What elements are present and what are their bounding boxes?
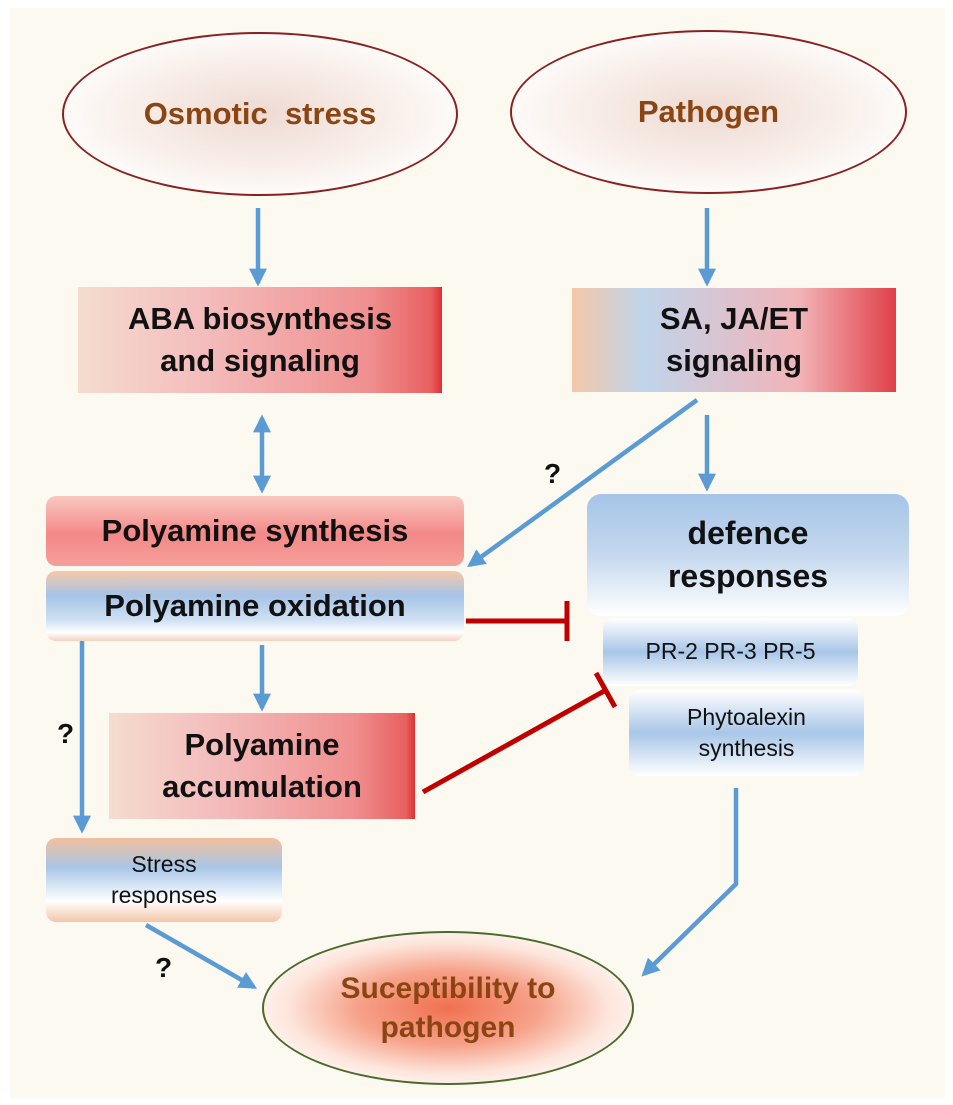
polyamine-accumulation-label: Polyamine accumulation [162, 727, 362, 804]
susceptibility-node: Suceptibility to pathogen [262, 931, 634, 1085]
polyamine-accumulation-node: Polyamine accumulation [109, 713, 415, 819]
polyamine-oxidation-label: Polyamine oxidation [104, 588, 406, 624]
osmotic-stress-label: Osmotic stress [143, 96, 377, 131]
polyamine-synthesis-label: Polyamine synthesis [101, 513, 409, 549]
arrow-saja-to-polyamine [467, 398, 699, 568]
question-mark-oxidation-stress: ? [57, 718, 75, 749]
defence-responses-label: defence responses [667, 514, 829, 594]
phytoalexin-node: Phytoalexin synthesis [629, 690, 864, 776]
question-mark-stress-susceptibility: ? [155, 952, 173, 983]
phytoalexin-label: Phytoalexin synthesis [687, 703, 806, 761]
polyamine-oxidation-node: Polyamine oxidation [46, 571, 464, 641]
pr-proteins-label: PR-2 PR-3 PR-5 [645, 638, 816, 665]
question-mark-saja-polyamine: ? [544, 458, 562, 489]
arrow-phytoalexin-to-susceptibility [641, 788, 739, 977]
polyamine-synthesis-node: Polyamine synthesis [46, 496, 464, 566]
arrow-stress-to-susceptibility [144, 923, 258, 989]
saja-label: SA, JA/ET signaling [659, 301, 809, 378]
stress-responses-node: Stress responses [46, 838, 282, 922]
aba-node: ABA biosynthesis and signaling [78, 287, 442, 393]
saja-node: SA, JA/ET signaling [572, 288, 896, 392]
defence-responses-node: defence responses [587, 494, 909, 616]
pr-proteins-node: PR-2 PR-3 PR-5 [603, 618, 858, 686]
pathogen-node: Pathogen [510, 30, 907, 194]
inhibit-accumulation-phytoalexin-bar [593, 671, 618, 709]
pathogen-label: Pathogen [637, 94, 780, 129]
osmotic-stress-node: Osmotic stress [62, 32, 458, 196]
susceptibility-label: Suceptibility to pathogen [340, 972, 556, 1044]
inhibit-accumulation-phytoalexin [421, 687, 608, 795]
stress-responses-label: Stress responses [110, 850, 218, 908]
aba-label: ABA biosynthesis and signaling [127, 301, 393, 378]
